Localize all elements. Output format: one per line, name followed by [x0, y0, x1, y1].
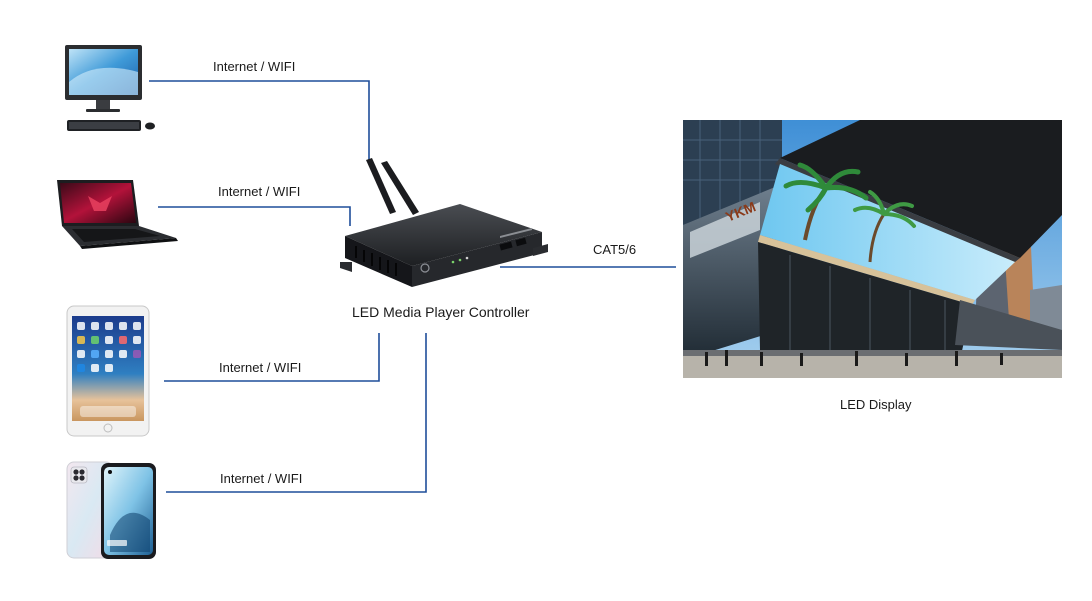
laptop-to-controller-line — [158, 206, 351, 226]
phone-to-controller-line — [166, 333, 427, 493]
tablet-icon — [66, 305, 150, 437]
controller-label: LED Media Player Controller — [352, 304, 530, 320]
desktop-computer-icon — [65, 45, 155, 131]
phone-connection-label: Internet / WIFI — [220, 471, 303, 486]
palm-tree-image — [783, 162, 916, 263]
tablet-connection-label: Internet / WIFI — [219, 360, 302, 375]
led-display-photo: YKM — [683, 120, 1062, 378]
led-screen-surface — [760, 164, 1015, 300]
desktop-to-controller-line — [149, 80, 370, 160]
connection-lines — [149, 80, 676, 493]
display-label: LED Display — [840, 397, 912, 412]
tablet-to-controller-line — [164, 333, 380, 382]
laptop-icon — [57, 180, 178, 249]
app-icons — [77, 322, 141, 372]
smartphone-icon — [66, 461, 156, 559]
desktop-connection-label: Internet / WIFI — [213, 59, 296, 74]
laptop-connection-label: Internet / WIFI — [218, 184, 301, 199]
led-media-player-controller-icon — [340, 158, 548, 287]
display-connection-label: CAT5/6 — [593, 242, 637, 257]
